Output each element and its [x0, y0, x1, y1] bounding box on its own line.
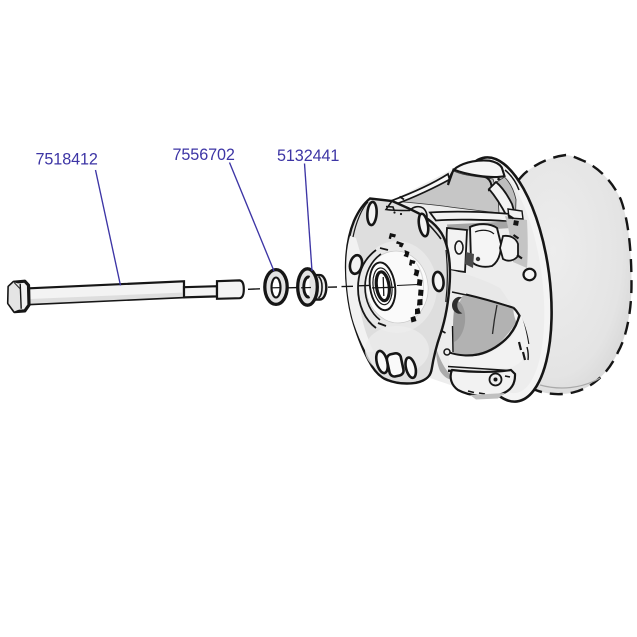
svg-text:7518412: 7518412 [36, 151, 98, 169]
svg-text:5132441: 5132441 [277, 147, 339, 165]
svg-text:7556702: 7556702 [173, 146, 235, 164]
